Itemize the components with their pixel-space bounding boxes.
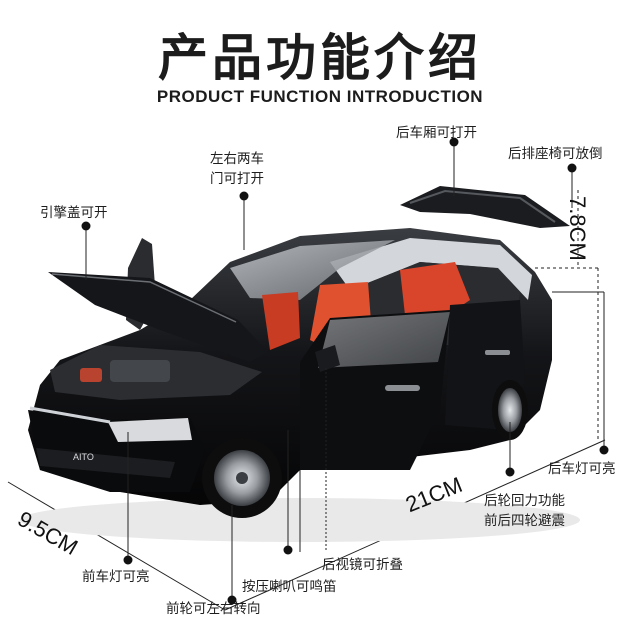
callout-horn: 按压喇叭可鸣笛: [242, 579, 337, 595]
callout-pullback-line2: 前后四轮避震: [484, 513, 565, 529]
callout-tail-light: 后车灯可亮: [548, 461, 616, 477]
headlight: [108, 418, 192, 442]
callout-mirror: 后视镜可折叠: [322, 557, 403, 573]
title-chinese: 产品功能介绍: [158, 29, 482, 87]
callout-doors-line2: 门可打开: [210, 171, 264, 187]
light-strip: [29, 406, 111, 424]
callout-doors-line1: 左右两车: [210, 151, 264, 167]
callout-trunk: 后车厢可打开: [396, 125, 477, 141]
callout-dots: [81, 137, 609, 605]
aito-badge: AITO: [73, 452, 94, 462]
open-hood: [48, 272, 268, 362]
callout-headlight: 前车灯可亮: [82, 569, 150, 585]
callout-lines: [85, 145, 605, 600]
side-mirror: [315, 345, 340, 372]
rear-wheel: [492, 380, 528, 440]
front-wheel: [202, 438, 282, 518]
callout-hood: 引擎盖可开: [40, 205, 108, 221]
callout-rear-seat: 后排座椅可放倒: [508, 146, 603, 162]
interior-seat-driver: [262, 292, 300, 350]
rear-hatch: [400, 186, 570, 228]
title-english: PRODUCT FUNCTION INTRODUCTION: [156, 87, 484, 106]
callout-pullback-line1: 后轮回力功能: [484, 493, 565, 509]
front-grille: [36, 448, 175, 478]
windshield: [230, 240, 395, 300]
roof-trim: [330, 238, 532, 300]
dimension-height: 7.8CM: [565, 196, 590, 261]
callout-steering: 前轮可左右转向: [166, 601, 261, 617]
